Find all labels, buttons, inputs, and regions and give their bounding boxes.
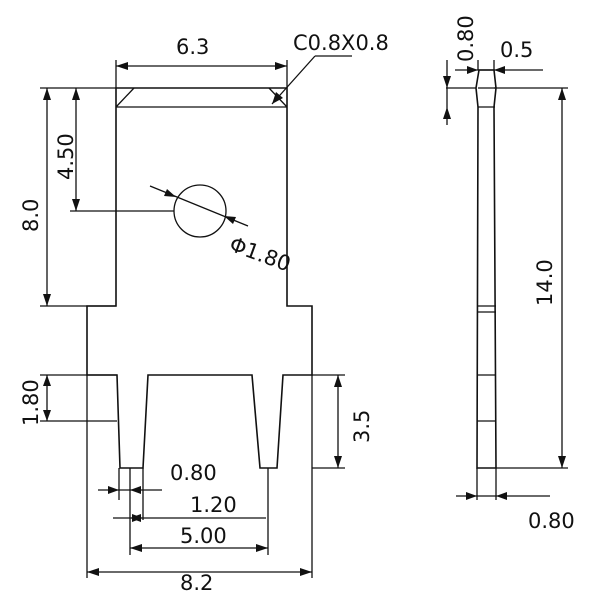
dim-bottom-thickness-label: 0.80: [528, 509, 575, 533]
dim-chamfer-label: C0.8X0.8: [293, 31, 389, 55]
chamfer-band: [115, 87, 288, 108]
dim-slot-depth-label: 1.80: [19, 379, 43, 426]
dim-pin-width: 1.20: [113, 493, 266, 522]
dim-length: 14.0: [533, 88, 566, 468]
dim-slot-depth: 1.80: [19, 375, 51, 426]
dim-hole-diameter-label: Φ1.80: [226, 232, 294, 276]
extension-lines: [40, 60, 345, 578]
lead-segment-lines: [477, 87, 496, 422]
front-view: 6.3 C0.8X0.8 8.0 4.50 Φ1.80: [19, 31, 389, 595]
side-view: 0.80 0.5 14.0 0.80: [443, 15, 575, 533]
dim-lead-width-label: 0.5: [500, 38, 533, 62]
dim-height-total-label: 8.0: [19, 199, 43, 232]
dim-notch-height: 3.5: [334, 375, 374, 468]
dim-hole-offset: 4.50: [54, 88, 80, 211]
dim-pin-gap: 0.80: [98, 461, 217, 494]
dim-width-top-label: 6.3: [176, 35, 209, 59]
dim-notch-height-label: 3.5: [350, 410, 374, 443]
dim-width-top: 6.3: [116, 35, 287, 70]
dim-pin-span: 5.00: [130, 524, 268, 552]
side-extension-lines: [446, 60, 568, 500]
dim-hole-offset-label: 4.50: [54, 133, 78, 180]
dim-chamfer: C0.8X0.8: [271, 31, 389, 105]
dim-length-label: 14.0: [533, 259, 557, 306]
tab-outline: [86, 87, 313, 469]
dim-hole-diameter: Φ1.80: [149, 185, 294, 276]
dim-top-thickness-label: 0.80: [454, 15, 478, 62]
dim-height-total: 8.0: [19, 88, 51, 306]
lead-profile: [475, 69, 497, 469]
dim-pin-width-label: 1.20: [190, 493, 237, 517]
dim-pin-span-label: 5.00: [180, 524, 227, 548]
dim-width-bottom: 8.2: [87, 568, 312, 595]
dim-top-thickness: 0.80: [443, 15, 478, 125]
mounting-hole: [173, 184, 227, 238]
dim-width-bottom-label: 8.2: [180, 571, 213, 595]
dim-bottom-thickness: 0.80: [456, 492, 575, 533]
dim-lead-width: 0.5: [455, 38, 543, 74]
dim-pin-gap-label: 0.80: [170, 461, 217, 485]
